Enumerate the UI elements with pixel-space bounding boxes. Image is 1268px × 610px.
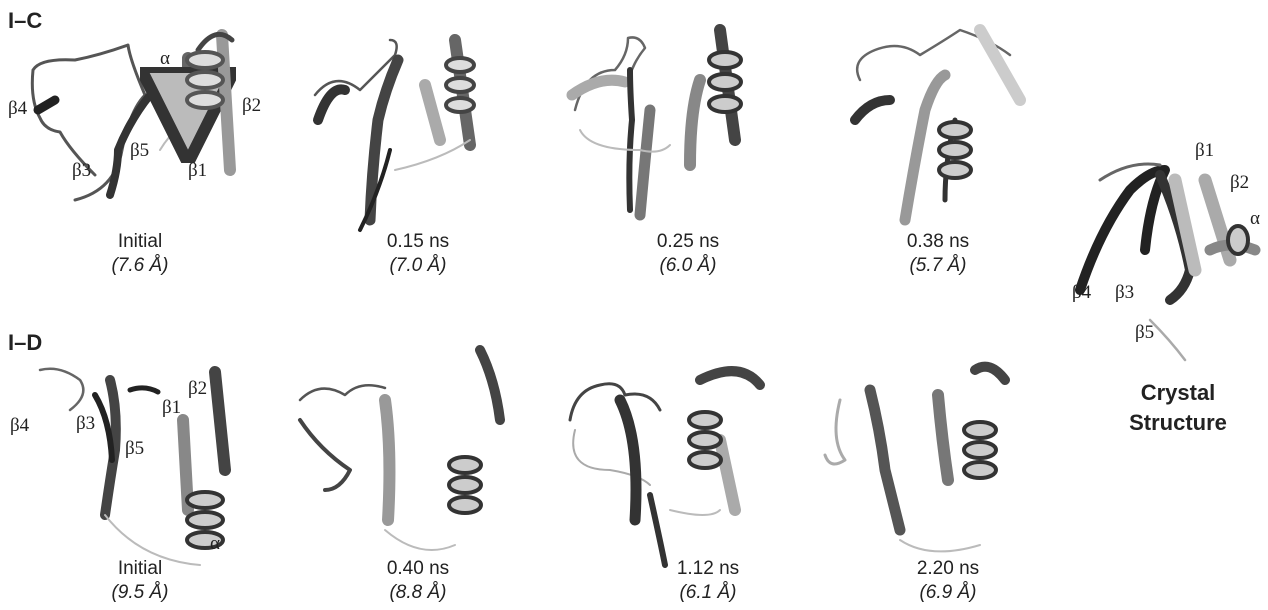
crystal-title-line2: Structure [1098, 408, 1258, 438]
label-id-b2: β2 [188, 378, 207, 400]
caption-ic-initial: Initial (7.6 Å) [60, 230, 220, 278]
label-ic-alpha: α [160, 48, 170, 70]
caption-time: 0.40 ns [338, 557, 498, 581]
label-id-alpha: α [210, 533, 220, 555]
caption-time: 1.12 ns [628, 557, 788, 581]
caption-time: Initial [60, 230, 220, 254]
ribbon-ic-038 [855, 30, 1020, 220]
ribbon-id-220 [825, 367, 1005, 552]
label-crystal-b2: β2 [1230, 172, 1249, 194]
label-crystal-b4: β4 [1072, 282, 1091, 304]
label-ic-b1: β1 [188, 160, 207, 182]
ribbon-ic-015 [315, 40, 474, 230]
caption-id-220: 2.20 ns (6.9 Å) [868, 557, 1028, 605]
caption-time: Initial [60, 557, 220, 581]
caption-ic-025: 0.25 ns (6.0 Å) [608, 230, 768, 278]
ribbon-id-112 [570, 371, 760, 565]
label-id-b3: β3 [76, 413, 95, 435]
label-id-b4: β4 [10, 415, 29, 437]
caption-rmsd: (8.8 Å) [338, 581, 498, 605]
caption-rmsd: (6.9 Å) [868, 581, 1028, 605]
caption-ic-038: 0.38 ns (5.7 Å) [858, 230, 1018, 278]
label-crystal-b5: β5 [1135, 322, 1154, 344]
label-ic-b3: β3 [72, 160, 91, 182]
label-ic-b2: β2 [242, 95, 261, 117]
crystal-title-line1: Crystal [1098, 378, 1258, 408]
caption-ic-015: 0.15 ns (7.0 Å) [338, 230, 498, 278]
caption-time: 0.15 ns [338, 230, 498, 254]
caption-time: 0.25 ns [608, 230, 768, 254]
caption-rmsd: (5.7 Å) [858, 254, 1018, 278]
caption-time: 2.20 ns [868, 557, 1028, 581]
caption-rmsd: (6.0 Å) [608, 254, 768, 278]
caption-id-112: 1.12 ns (6.1 Å) [628, 557, 788, 605]
label-ic-b5: β5 [130, 140, 149, 162]
ribbon-id-040 [300, 350, 500, 550]
ribbon-crystal [1080, 164, 1255, 360]
crystal-structure-title: Crystal Structure [1098, 378, 1258, 438]
label-crystal-b1: β1 [1195, 140, 1214, 162]
caption-rmsd: (7.6 Å) [60, 254, 220, 278]
caption-id-040: 0.40 ns (8.8 Å) [338, 557, 498, 605]
ribbon-ic-025 [572, 30, 741, 215]
caption-id-initial: Initial (9.5 Å) [60, 557, 220, 605]
caption-rmsd: (6.1 Å) [628, 581, 788, 605]
label-id-b1: β1 [162, 397, 181, 419]
caption-rmsd: (9.5 Å) [60, 581, 220, 605]
caption-rmsd: (7.0 Å) [338, 254, 498, 278]
label-crystal-alpha: α [1250, 208, 1260, 230]
caption-time: 0.38 ns [858, 230, 1018, 254]
label-crystal-b3: β3 [1115, 282, 1134, 304]
label-ic-b4: β4 [8, 98, 27, 120]
label-id-b5: β5 [125, 438, 144, 460]
